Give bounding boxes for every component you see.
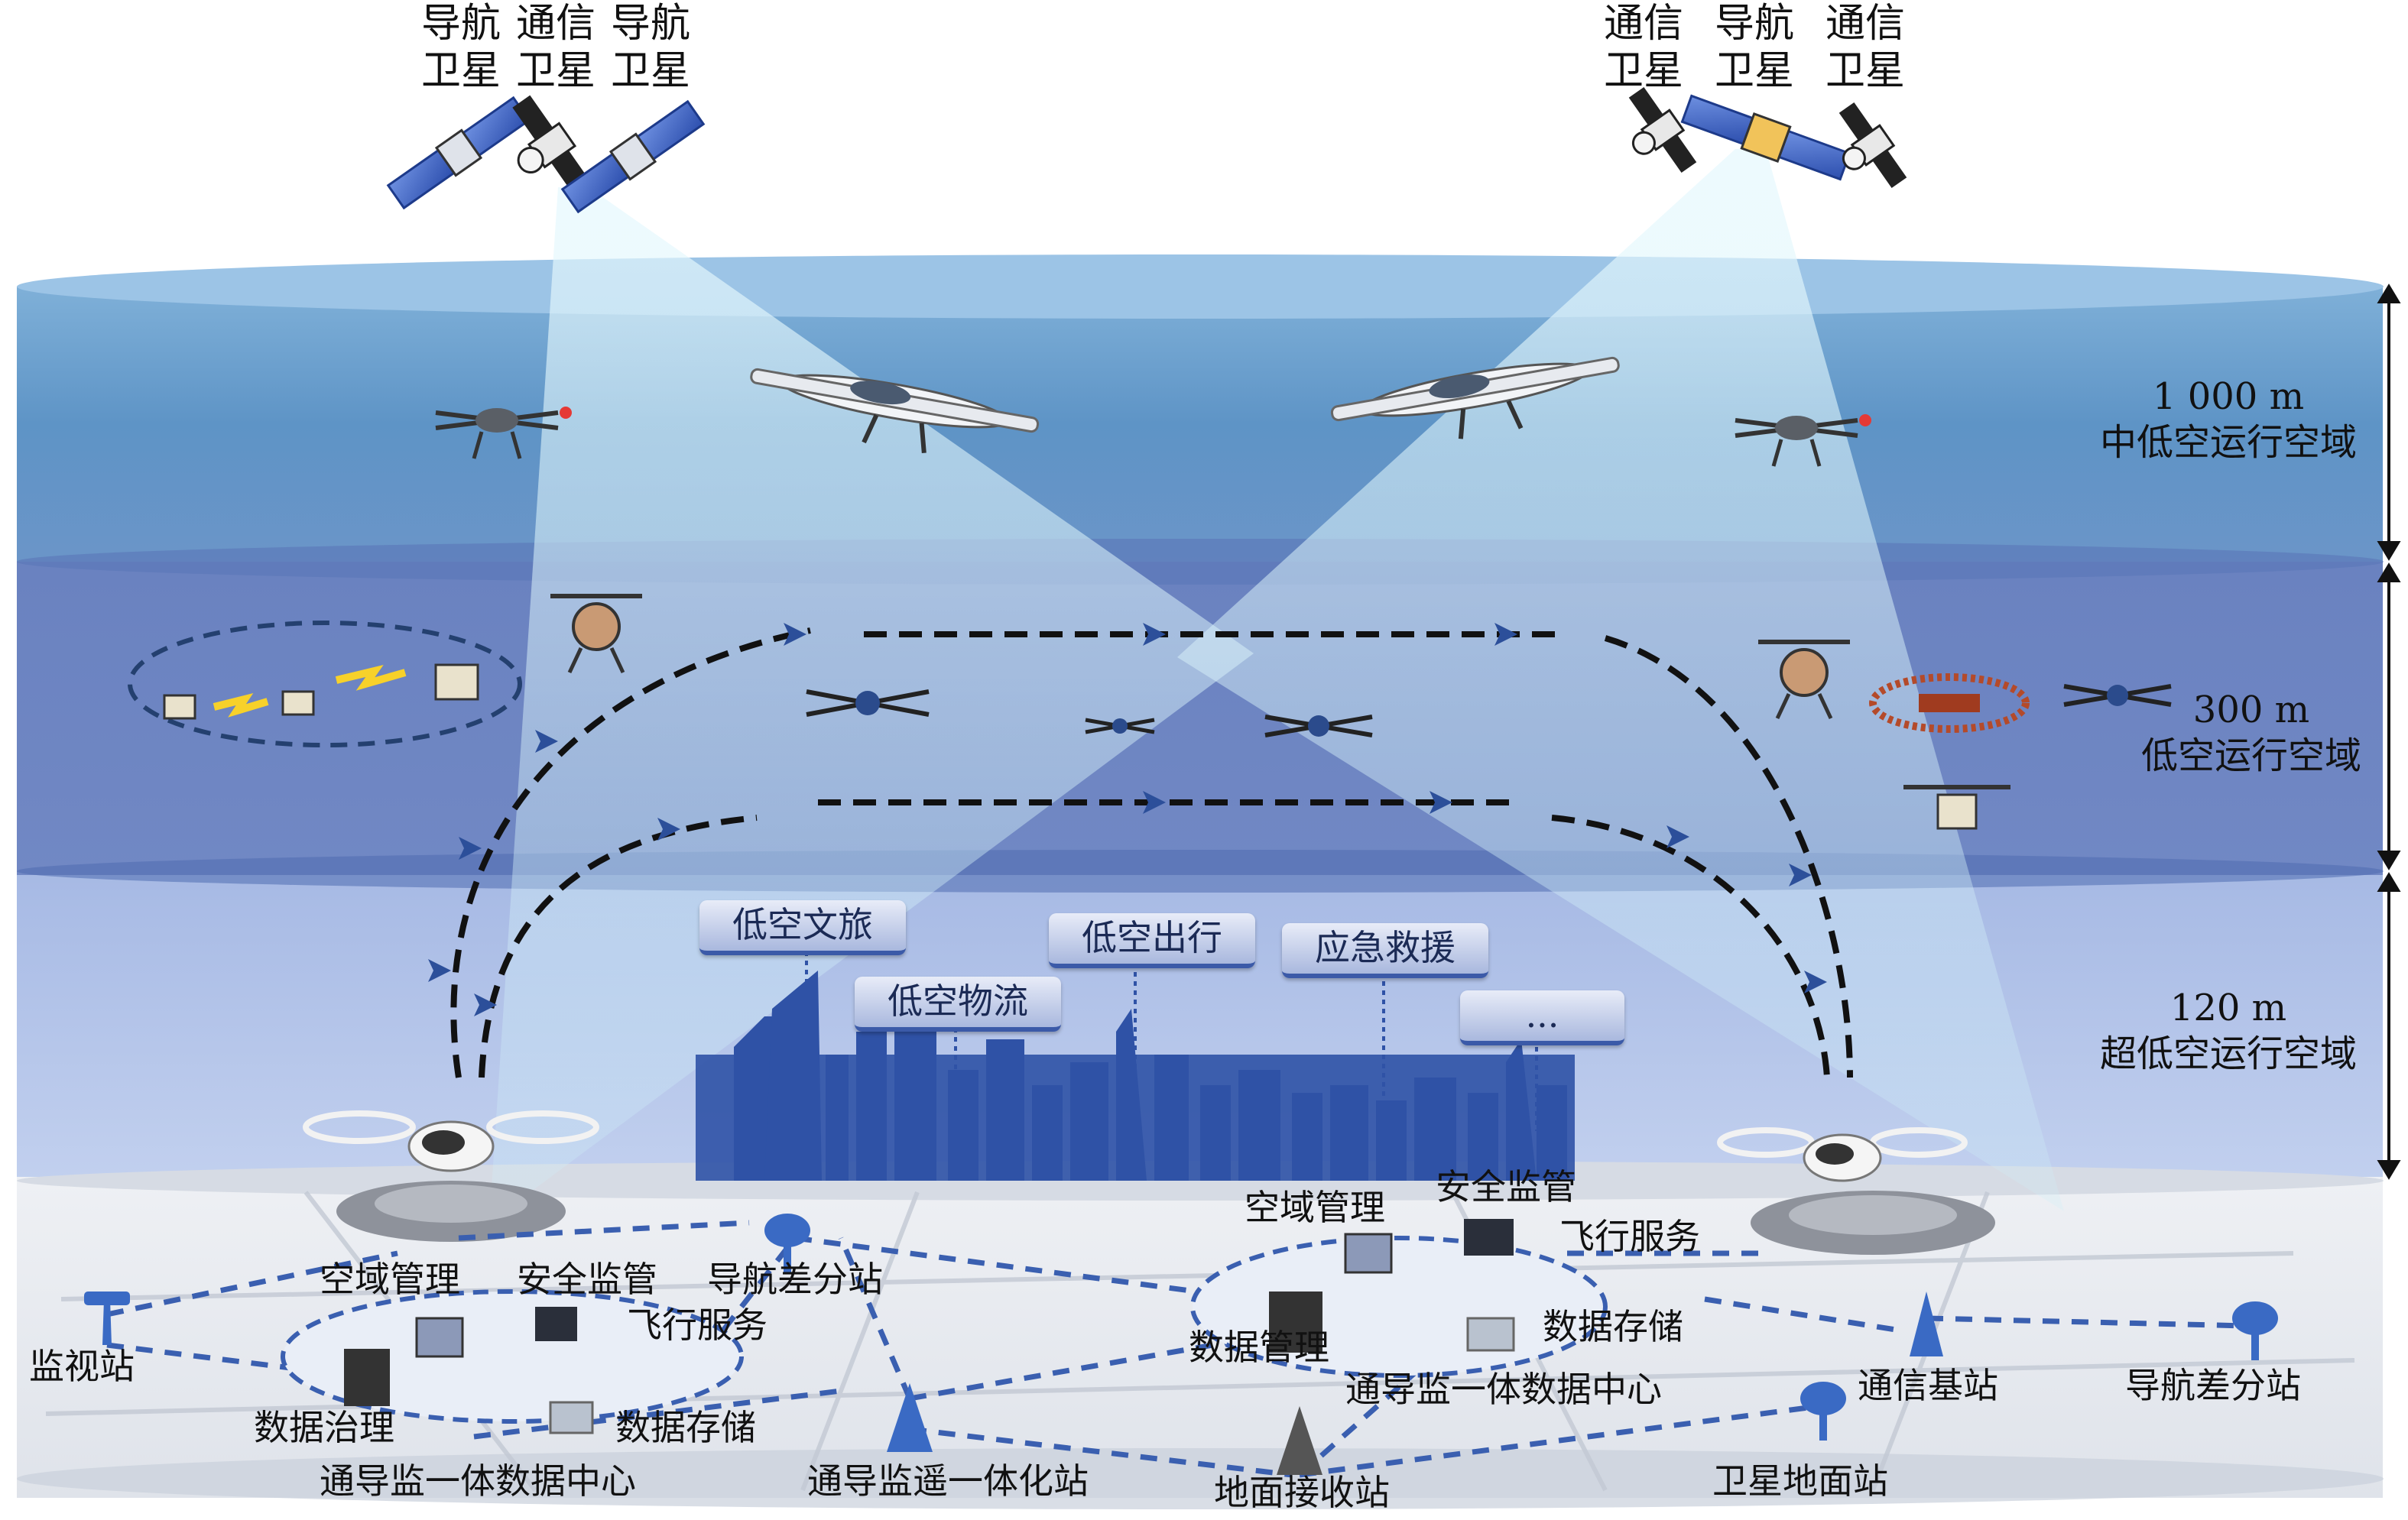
satellite-icon [512, 95, 592, 196]
tag-emergency-rescue: 应急救援 [1282, 923, 1488, 978]
cargo-drone-icon [550, 594, 642, 674]
data-center-left [281, 1289, 744, 1434]
satellite-ground-station-icon [1800, 1382, 1846, 1441]
satellite-label-comm-1: 通信 卫星 [515, 1, 596, 94]
station-icons [84, 1214, 2278, 1475]
tag-low-altitude-travel: 低空出行 [1049, 913, 1255, 968]
layer-low-airspace [17, 562, 2384, 893]
label-right-safety-supervision: 安全监管 [1436, 1166, 1576, 1207]
fixed-wing-aircraft-icon [750, 368, 1040, 454]
satellite-icon [1838, 102, 1907, 189]
flight-routes [450, 627, 1853, 1078]
vertiport-right [1717, 1127, 1995, 1255]
comm-base-station-icon [1910, 1292, 1943, 1356]
layer-mid-low-airspace [17, 254, 2384, 585]
multirotor-drone-icon [435, 407, 572, 459]
satellite-label-nav-3: 导航 卫星 [1714, 1, 1794, 94]
label-right-data-center: 通导监一体数据中心 [1345, 1369, 1662, 1410]
cargo-drone-icon [1758, 640, 1850, 720]
label-right-flight-service: 飞行服务 [1559, 1216, 1700, 1257]
label-right-data-management: 数据管理 [1189, 1327, 1329, 1368]
route-plane-markers [428, 623, 1827, 1016]
altitude-arrows [2377, 284, 2401, 1180]
label-left-data-storage: 数据存储 [615, 1407, 756, 1448]
layer-name-ultra-low: 超低空运行空域 [2099, 1032, 2357, 1075]
label-integrated-station: 通导监遥一体化站 [807, 1460, 1089, 1502]
label-left-airspace-management: 空域管理 [320, 1259, 460, 1300]
label-left-data-center: 通导监一体数据中心 [320, 1460, 636, 1502]
tag-more: ... [1460, 990, 1624, 1045]
data-center-right [1190, 1219, 1608, 1378]
vertiport-left [303, 1110, 599, 1242]
satellite-icon [386, 96, 531, 210]
nav-diff-station-icon [764, 1214, 810, 1272]
quadcopter-icon [806, 689, 930, 717]
label-satellite-ground-station: 卫星地面站 [1712, 1460, 1888, 1502]
ground-network-links [106, 1220, 2248, 1478]
drone-swarm-formation [128, 621, 522, 747]
satellite-label-comm-2: 通信 卫星 [1603, 1, 1683, 94]
evtol-icon [1717, 1127, 1968, 1182]
satellite-icon [1680, 94, 1851, 181]
label-nav-diff-station-left: 导航差分站 [707, 1259, 883, 1300]
integrated-station-icon [887, 1383, 933, 1452]
label-right-data-storage: 数据存储 [1543, 1306, 1683, 1347]
satellite-icon [1628, 86, 1697, 173]
evtol-icon [303, 1110, 599, 1172]
label-left-flight-service: 飞行服务 [627, 1304, 768, 1346]
fixed-wing-aircraft-icon [1330, 356, 1620, 439]
layer-name-low: 低空运行空域 [2140, 734, 2361, 777]
tag-connector-lines [805, 951, 1538, 1131]
label-surveillance-station: 监视站 [29, 1346, 135, 1387]
tag-low-altitude-logistics: 低空物流 [855, 977, 1061, 1032]
satellite-label-nav-2: 导航 卫星 [610, 1, 690, 94]
cargo-drone-icon [1903, 785, 2010, 830]
label-nav-diff-station-right: 导航差分站 [2125, 1365, 2301, 1406]
layer-altitude-300: 300 m [2192, 689, 2310, 731]
quadcopter-icon [2063, 684, 2172, 707]
nav-diff-station-icon [2232, 1301, 2278, 1360]
satellite-label-nav-1: 导航 卫星 [420, 1, 501, 94]
label-right-airspace-management: 空域管理 [1245, 1187, 1385, 1228]
surveillance-station-icon [84, 1292, 130, 1345]
label-left-safety-supervision: 安全监管 [517, 1259, 657, 1300]
multirotor-drone-icon [1735, 414, 1871, 467]
layer-name-mid-low: 中低空运行空域 [2099, 421, 2357, 464]
right-satellite-beam [1177, 149, 2064, 1211]
satellite-label-comm-3: 通信 卫星 [1825, 1, 1905, 94]
quadcopter-icon [1264, 715, 1373, 737]
label-left-data-governance: 数据治理 [254, 1407, 394, 1448]
label-ground-receiving-station: 地面接收站 [1214, 1472, 1390, 1513]
layer-altitude-1000: 1 000 m [2152, 375, 2305, 418]
tag-low-altitude-tourism: 低空文旅 [699, 900, 906, 955]
label-comm-base-station: 通信基站 [1858, 1365, 1998, 1406]
layer-altitude-120: 120 m [2169, 987, 2287, 1029]
satellite-icon [560, 99, 706, 214]
geofence-ring-icon [1869, 673, 2030, 733]
receiving-station-icon [1277, 1406, 1322, 1475]
quadcopter-icon [1085, 718, 1155, 734]
